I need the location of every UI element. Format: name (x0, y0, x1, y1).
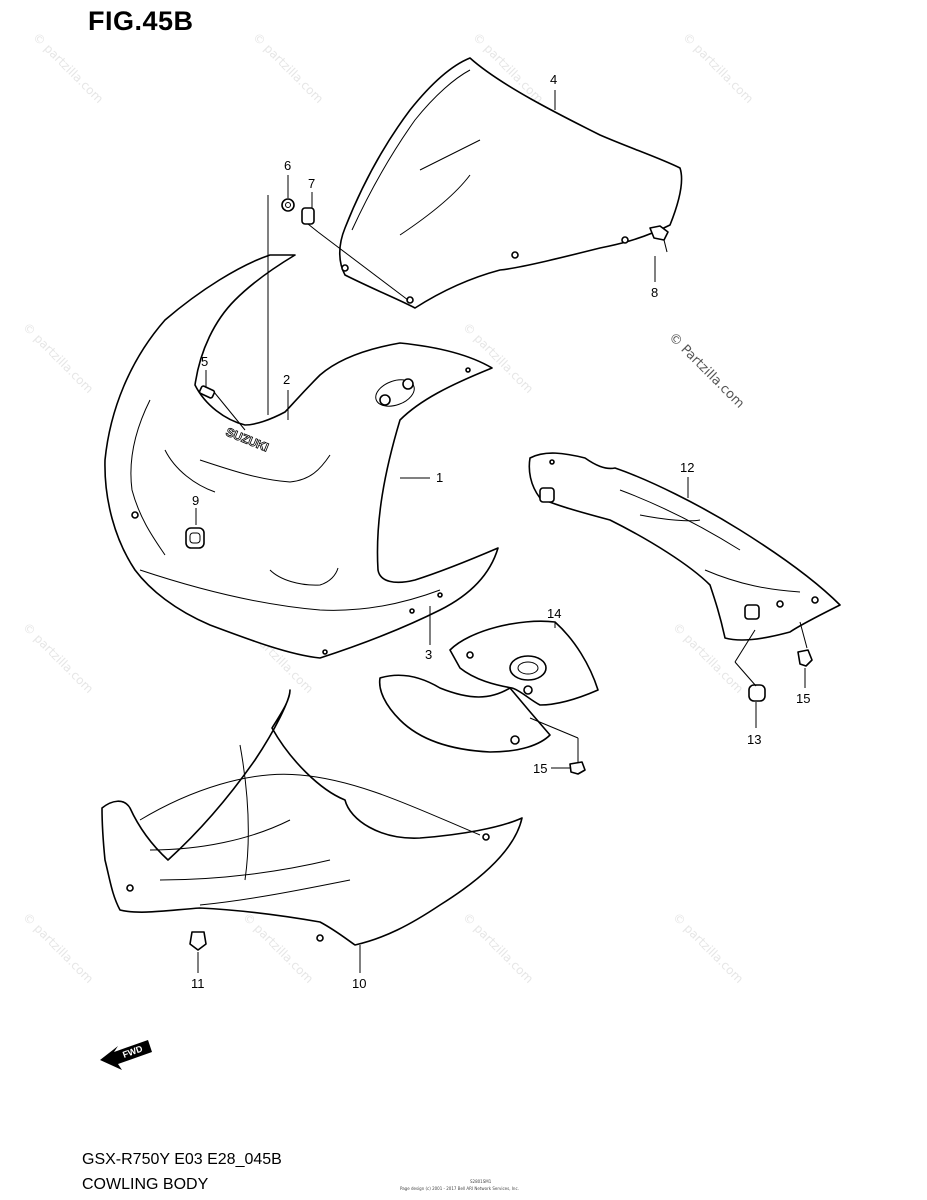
callout-4: 4 (550, 72, 557, 87)
callout-3: 3 (425, 647, 432, 662)
callout-15-right: 15 (796, 691, 810, 706)
screw-part-5[interactable] (198, 385, 216, 399)
windscreen-part-4[interactable] (338, 57, 683, 309)
grommet-part-6[interactable] (281, 198, 295, 212)
fine-print-left: Page design (c) 2001 - 2017 Bell ARI Net… (400, 1186, 519, 1191)
callout-12: 12 (680, 460, 694, 475)
callout-15-center: 15 (533, 761, 547, 776)
figure-code: GSX-R750Y E03 E28_045B (82, 1151, 282, 1168)
callout-8: 8 (651, 285, 658, 300)
figure-name: COWLING BODY (82, 1176, 209, 1193)
upper-cowling-part-1[interactable]: SUZUKI (104, 254, 499, 659)
figure-title: FIG.45B (88, 6, 194, 36)
lower-cowling-part-10[interactable] (101, 689, 523, 946)
grommet-part-13[interactable] (748, 684, 766, 702)
callout-7: 7 (308, 176, 315, 191)
leader-lines (195, 90, 808, 973)
callout-5: 5 (201, 354, 208, 369)
callout-14: 14 (547, 606, 561, 621)
callout-13: 13 (747, 732, 761, 747)
screw-part-7[interactable] (301, 207, 319, 233)
side-inner-panel-part-12[interactable] (528, 452, 841, 641)
screw-part-15-right[interactable] (797, 649, 813, 667)
fine-print-top: S2801SM1 (470, 1179, 492, 1184)
callout-6: 6 (284, 158, 291, 173)
screw-part-15-center[interactable] (569, 761, 586, 775)
callout-1: 1 (436, 470, 443, 485)
fastener-part-11[interactable] (189, 931, 207, 951)
grommet-part-9[interactable] (185, 527, 205, 549)
inner-cover-part-14[interactable] (378, 620, 599, 753)
fwd-arrow-icon: FWD (100, 1040, 152, 1070)
callout-11: 11 (191, 976, 205, 991)
callout-9: 9 (192, 493, 199, 508)
callout-10: 10 (352, 976, 366, 991)
callout-2: 2 (283, 372, 290, 387)
screw-part-8[interactable] (649, 225, 669, 253)
